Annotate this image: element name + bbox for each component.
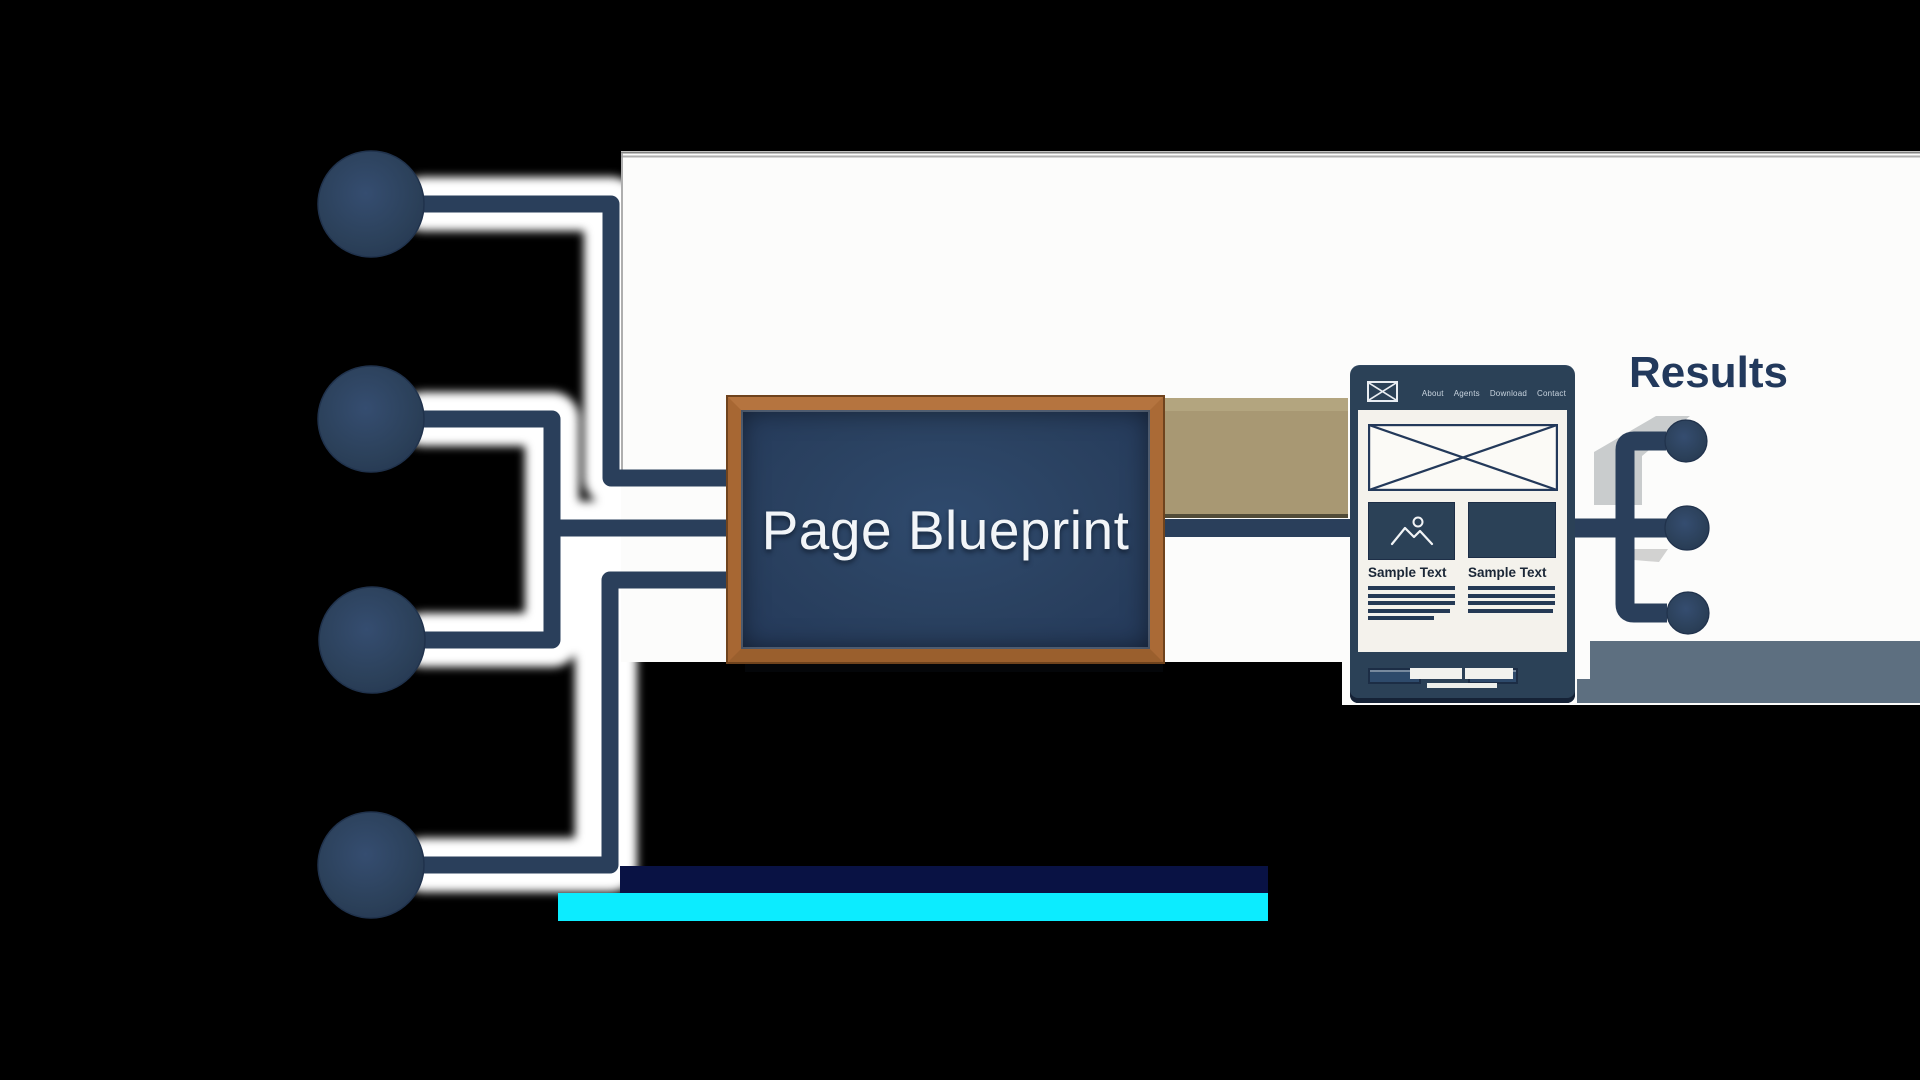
footer-bar (1427, 683, 1497, 688)
fork-shadow-small (1634, 549, 1668, 562)
wireframe-footer (1350, 652, 1575, 703)
wireframe-mockup-card: About Agents Download Contact Sample (1350, 365, 1575, 703)
wireframe-nav-item: Contact (1537, 389, 1566, 398)
text-line-bars (1368, 586, 1455, 624)
page-blueprint-label: Page Blueprint (761, 498, 1130, 561)
fork-branch-top (1615, 431, 1666, 528)
hero-image-placeholder (1367, 423, 1559, 492)
wireframe-nav-item: About (1421, 389, 1444, 398)
input-node-3 (318, 586, 426, 694)
sample-text-caption: Sample Text (1368, 565, 1447, 580)
connector-node1-to-box (422, 195, 728, 487)
result-nodes (1664, 419, 1710, 635)
text-line-bar (1468, 586, 1555, 590)
slate-band-step (1577, 679, 1591, 703)
logo-placeholder-icon (1367, 381, 1398, 402)
page-blueprint-board: Page Blueprint (728, 397, 1163, 662)
solid-placeholder-box (1468, 502, 1556, 558)
tan-block-body (1163, 398, 1348, 518)
box-shadow-band (745, 662, 1163, 672)
text-line-bar (1368, 601, 1455, 605)
tan-block-bottom-edge (1163, 514, 1348, 518)
wireframe-nav-item: Download (1489, 389, 1528, 398)
glitch-cyan-band (558, 893, 1268, 921)
wireframe-content-area: Sample Text Sample Text (1358, 410, 1567, 684)
text-line-bar (1468, 608, 1553, 613)
mountain-photo-icon (1390, 516, 1433, 546)
result-node-3 (1666, 591, 1710, 635)
sample-text-caption: Sample Text (1468, 565, 1547, 580)
wireframe-nav-item: Agents (1453, 389, 1480, 398)
tan-block-top-strip (1163, 398, 1348, 411)
result-node-1 (1664, 419, 1708, 463)
text-line-bars (1468, 586, 1555, 616)
hero-cross-icon (1367, 423, 1559, 492)
result-node-2 (1664, 505, 1710, 551)
text-line-bar (1368, 608, 1450, 613)
input-node-2 (317, 365, 425, 473)
image-placeholder-box (1368, 502, 1455, 560)
tan-block (1163, 398, 1348, 518)
slate-band (1590, 641, 1920, 703)
connector-layer (422, 195, 1667, 874)
wireframe-navbar: About Agents Download Contact (1422, 389, 1566, 398)
footer-pill (1410, 668, 1462, 679)
logo-cross-icon (1368, 382, 1397, 401)
text-line-bar (1368, 616, 1434, 620)
input-node-1 (317, 150, 425, 258)
text-line-bar (1368, 586, 1455, 590)
glitch-darkblue-band (620, 866, 1268, 893)
connector-node4-to-box (422, 571, 728, 874)
footer-pill (1465, 668, 1513, 679)
results-heading: Results (1629, 348, 1788, 397)
text-line-bar (1468, 593, 1555, 598)
fork-branch-bottom (1615, 528, 1667, 623)
input-nodes (317, 150, 426, 919)
text-line-bar (1468, 601, 1555, 605)
input-node-4 (317, 811, 425, 919)
text-line-bar (1368, 593, 1455, 598)
